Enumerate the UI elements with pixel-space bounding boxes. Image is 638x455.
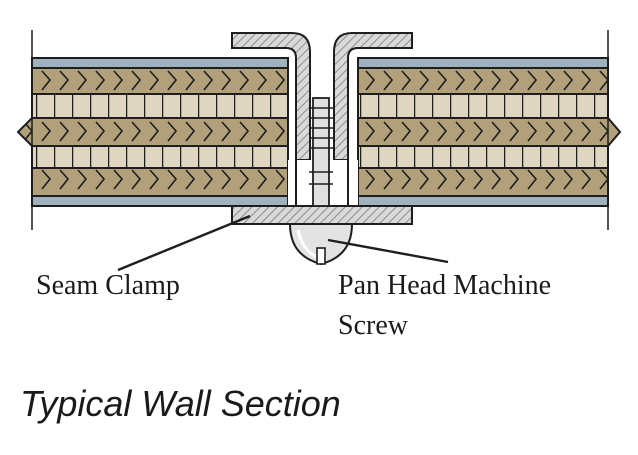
left-layer-4 [31, 145, 289, 169]
seam-clamp-leader [117, 214, 251, 272]
left-layer-5 [31, 167, 289, 197]
right-layer-2 [357, 93, 609, 119]
figure-caption: Typical Wall Section [20, 383, 341, 424]
right-bottom-skin [357, 195, 609, 207]
screw-slot [316, 247, 326, 265]
left-wall-panel [16, 30, 289, 230]
seam-clamp-label: Seam Clamp [36, 270, 180, 301]
screw-threads [309, 107, 333, 185]
left-layer-2 [31, 93, 289, 119]
left-bottom-skin [31, 195, 289, 207]
right-layer-5 [357, 167, 609, 197]
right-wall-panel [357, 30, 622, 230]
left-top-skin [31, 57, 289, 69]
left-layer-1 [31, 67, 289, 95]
right-top-skin [357, 57, 609, 69]
pan-head-highlight [296, 229, 319, 260]
seam-clamp [231, 32, 413, 225]
screw-shank [312, 97, 330, 207]
seam-clamp-bottom-plate [231, 205, 413, 225]
screw-leader [327, 238, 449, 264]
left-layer-3 [16, 117, 289, 147]
right-layer-1 [357, 67, 609, 95]
right-layer-3 [357, 117, 622, 147]
screw-label-line2: Screw [338, 310, 408, 341]
right-layer-4 [357, 145, 609, 169]
machine-screw [288, 97, 354, 266]
screw-label-line1: Pan Head Machine [338, 270, 552, 301]
